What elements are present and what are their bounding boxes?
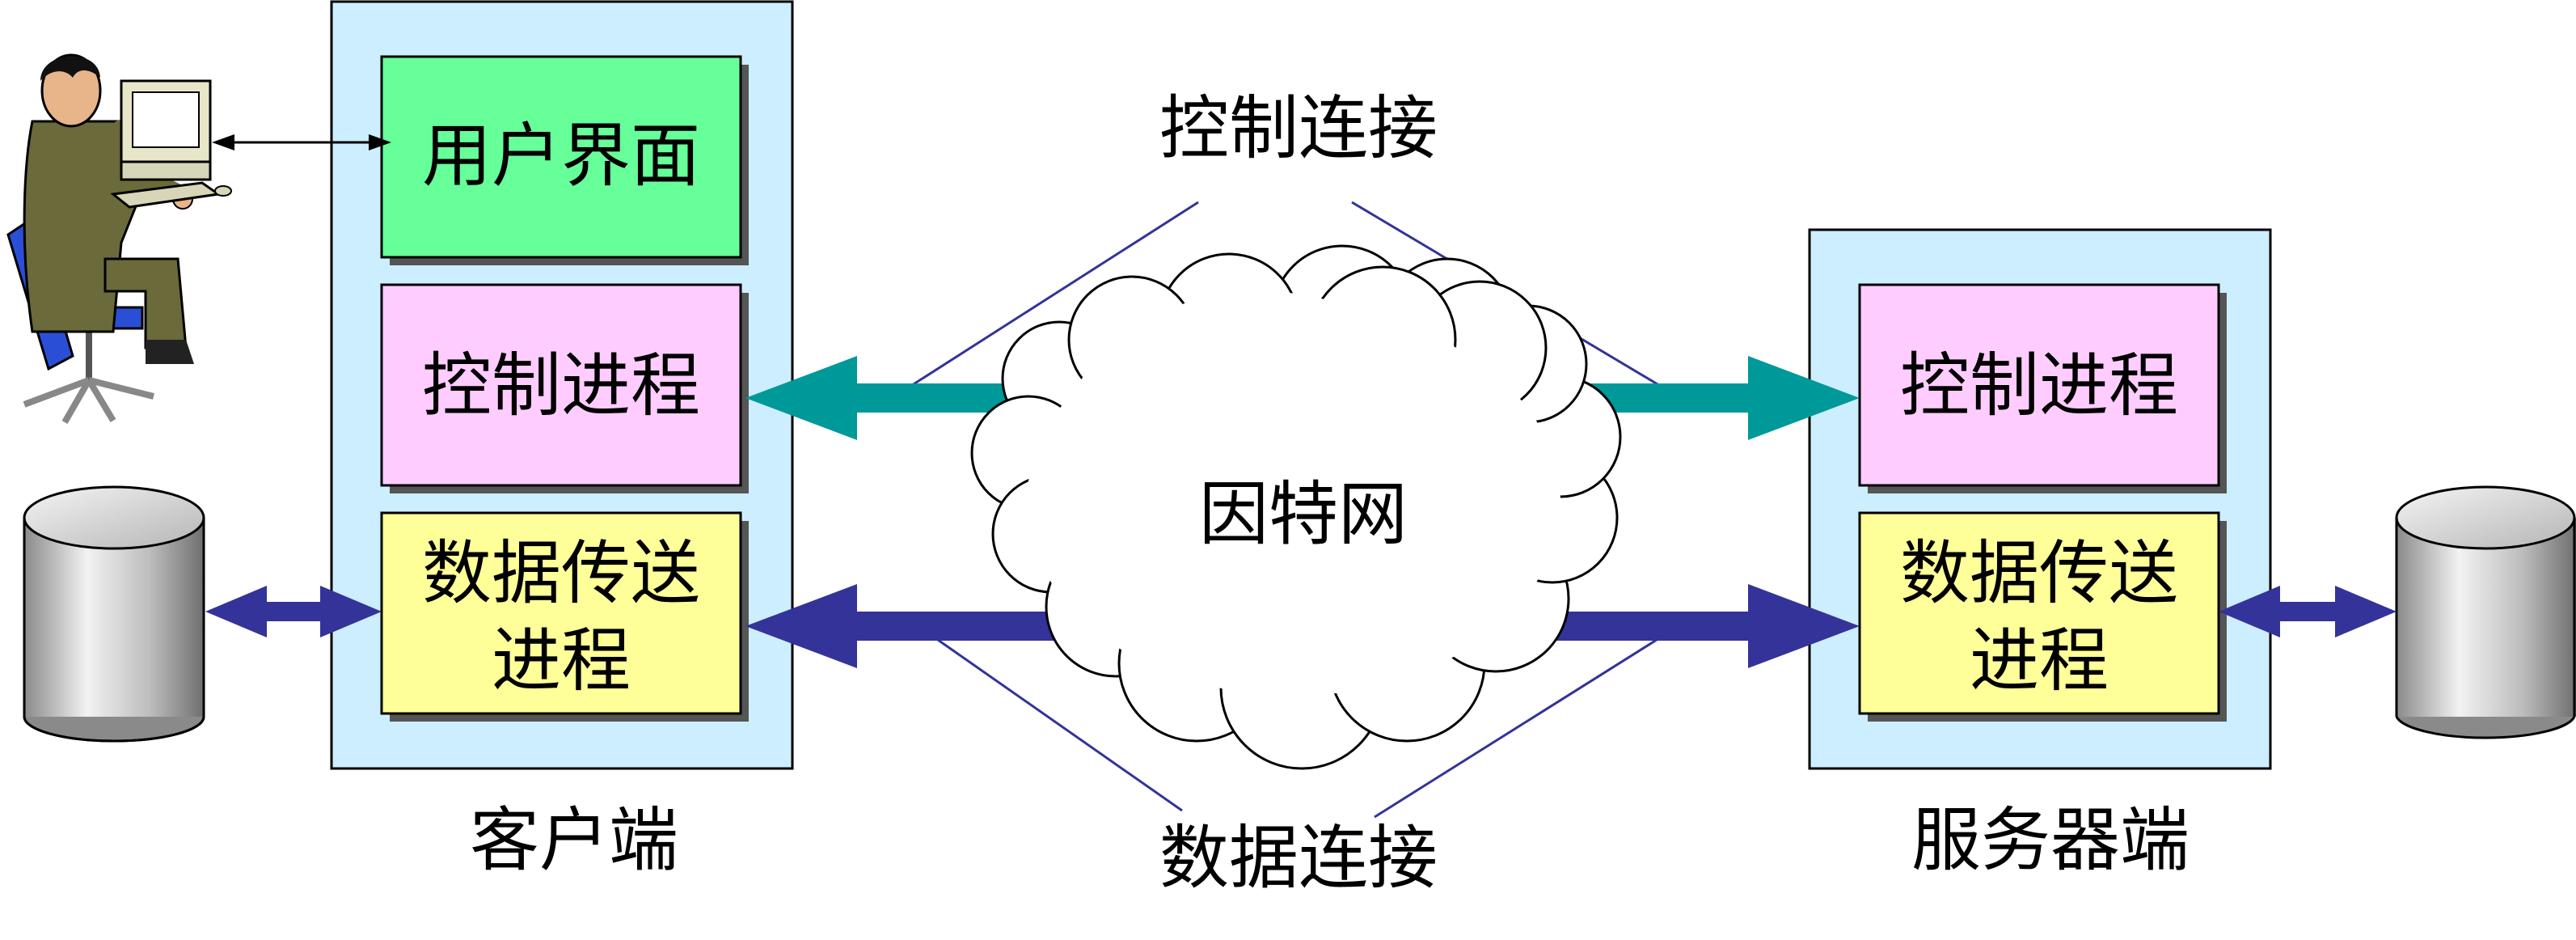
client-control-process-label: 控制进程 (422, 345, 700, 426)
client-caption: 客户端 (470, 800, 678, 881)
control-connection-label: 控制连接 (1159, 88, 1438, 169)
user-interface-link (212, 134, 391, 150)
control-arrow-left (745, 356, 1011, 440)
server-data-process-label-line1: 数据传送 (1900, 533, 2178, 614)
user-at-computer-icon (6, 53, 232, 424)
server-control-process-label: 控制进程 (1900, 345, 2178, 426)
data-connection-label: 数据连接 (1159, 818, 1438, 899)
client-database-arrow (205, 586, 382, 637)
data-connection-arrows (745, 584, 1860, 668)
server-data-process-box[interactable] (1858, 511, 2220, 715)
control-arrow-right (1585, 356, 1860, 440)
control-connection-arrows (745, 356, 1860, 440)
server-data-process-label-line2: 进程 (1970, 620, 2109, 701)
server-database-icon (2395, 485, 2576, 739)
data-arrow-left (745, 584, 1067, 668)
user-interface-label: 用户界面 (422, 116, 700, 197)
server-caption: 服务器端 (1911, 800, 2190, 881)
user-interface-box[interactable] (380, 55, 742, 259)
client-control-process-box[interactable] (380, 283, 742, 487)
data-arrow-right (1520, 584, 1860, 668)
internet-cloud-icon (970, 244, 1622, 770)
client-data-process-label-line1: 数据传送 (422, 533, 700, 614)
computer-icon (110, 79, 232, 209)
client-data-process-label-line2: 进程 (492, 620, 631, 701)
server-host: 控制进程 数据传送 进程 服务器端 (1808, 228, 2272, 881)
client-host: 用户界面 控制进程 数据传送 进程 客户端 (330, 0, 794, 881)
client-data-process-box[interactable] (380, 511, 742, 715)
server-database-arrow (2219, 586, 2397, 637)
internet-label: 因特网 (1199, 474, 1408, 555)
client-database-icon (23, 485, 205, 743)
server-control-process-box[interactable] (1858, 283, 2220, 487)
